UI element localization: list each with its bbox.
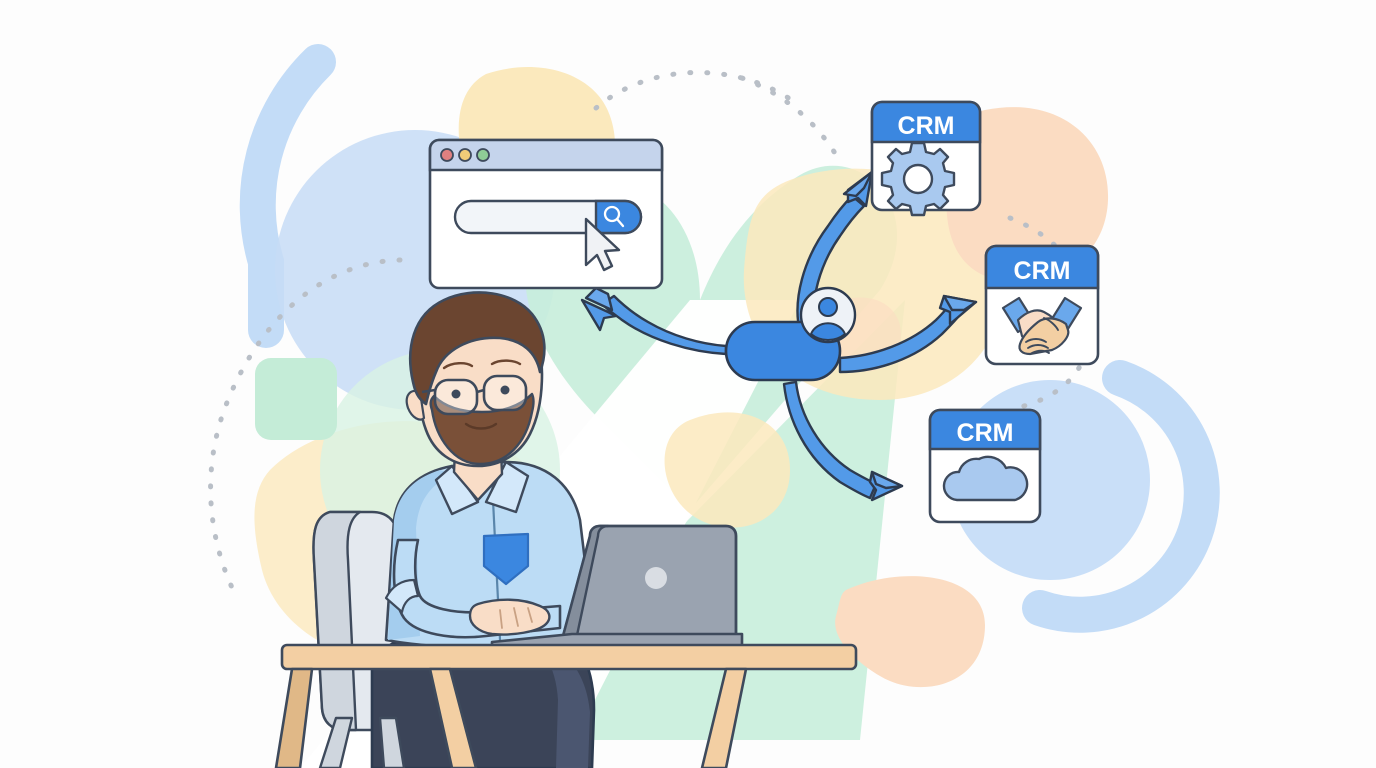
arrow-hub-to-crm-partnership [838,294,978,374]
person-collar-right [484,460,530,514]
desk-leg-right [700,667,748,768]
person-mouth [464,422,498,430]
close-dot[interactable] [440,148,454,162]
cloud-icon [942,455,1029,502]
laptop-logo [645,567,667,589]
minimize-dot[interactable] [458,148,472,162]
decor-arc-left [239,44,336,348]
search-browser-window[interactable] [428,138,664,290]
desk [274,643,858,768]
crm-card-header [928,408,1042,451]
decor-dotted-path-top-right [739,75,841,161]
handshake-icon [1001,296,1083,356]
shirt-pocket [482,532,530,586]
desk-top [280,643,858,671]
decor-blob-yellow-center [664,412,790,528]
chair-leg-right [378,716,406,768]
arrow-hub-to-crm-cloud [782,380,904,502]
person-hair [408,291,546,406]
crm-card-settings[interactable]: CRM [870,100,982,217]
laptop-computer[interactable] [490,524,744,652]
person-eye-left [451,389,461,399]
decor-dotted-path-right [1007,215,1093,411]
decor-blob-peach-bottomright [835,576,985,688]
crm-card-title: CRM [898,112,955,140]
laptop-lid-bevel [560,524,610,642]
person-eye-right [500,385,510,395]
user-avatar-icon [799,286,857,344]
desk-leg-far-left [274,667,314,768]
desk-leg-left [428,667,478,768]
magnifier-icon [603,205,625,228]
person-and-workstation [274,291,858,768]
maximize-dot[interactable] [476,148,490,162]
crm-card-partnership[interactable]: CRM [984,244,1100,366]
crm-card-header [870,100,982,144]
gear-icon [880,141,956,217]
crm-card-header [984,244,1100,290]
person-cuff [384,578,420,614]
mouse-cursor[interactable] [584,217,621,272]
chair-leg-left [318,716,354,768]
glasses-icon [421,359,528,416]
decor-dotted-path-left [208,257,403,599]
crm-card-cloud[interactable]: CRM [928,408,1042,524]
central-data-hub[interactable] [724,286,857,382]
decor-blob-peach-topright [946,107,1109,282]
person-hand [468,598,551,636]
decor-dotted-path-top [593,70,803,111]
decor-arc-right [1022,360,1220,633]
crm-card-title: CRM [1014,257,1071,285]
browser-titlebar [428,138,664,172]
crm-card-title: CRM [957,419,1014,447]
arrow-hub-to-browser [580,286,728,356]
decor-square-mint [255,358,337,440]
